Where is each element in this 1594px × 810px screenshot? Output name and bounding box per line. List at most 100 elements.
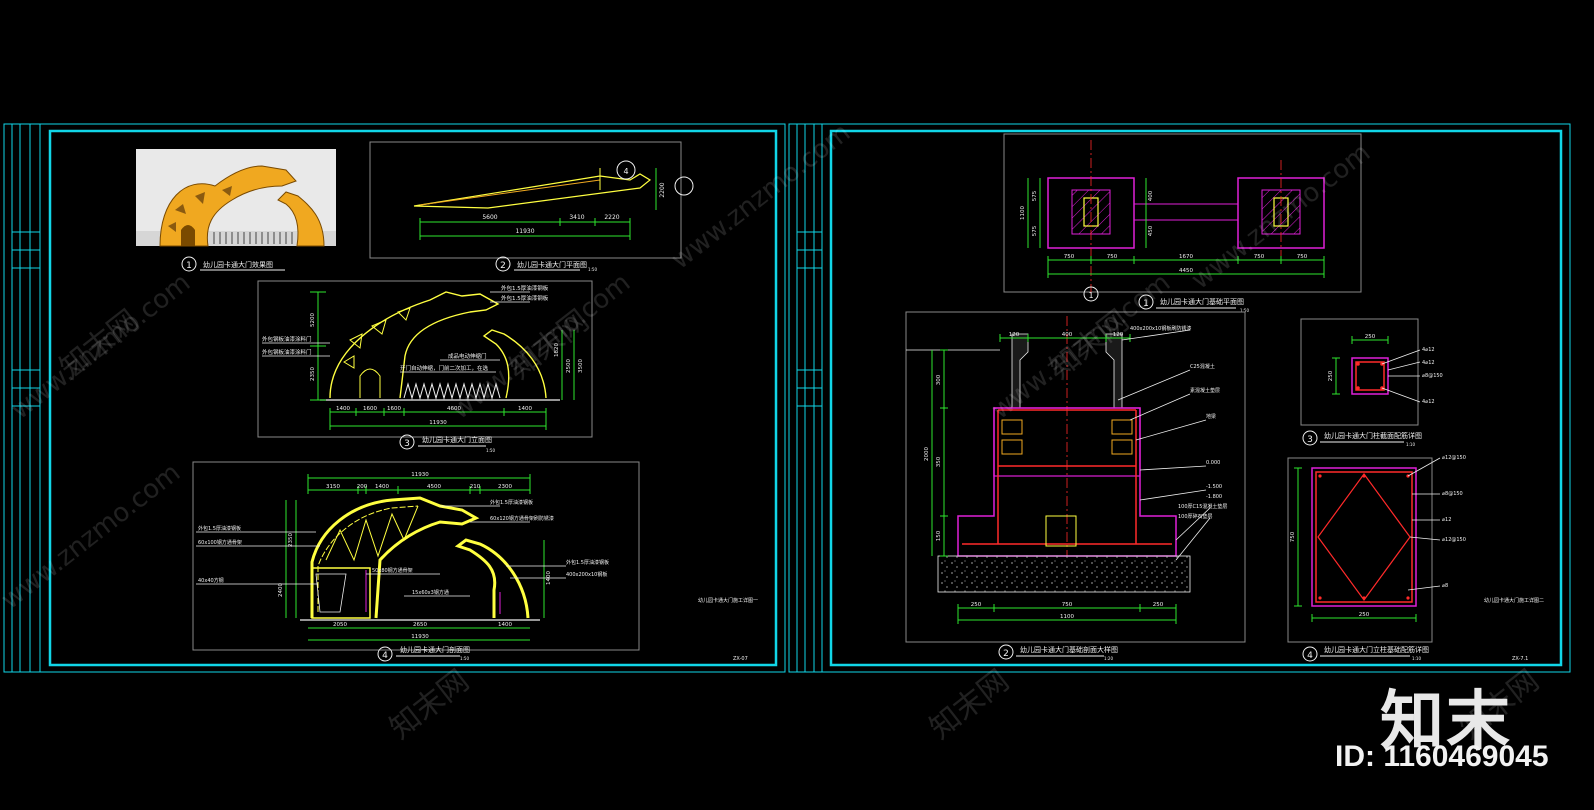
fence-spikes: [213, 232, 293, 244]
d1-rendering: 1 幼儿园卡通大门效果图: [136, 149, 336, 272]
r2-dim-10: 150: [936, 530, 942, 541]
right-sheet-inner-frame: [829, 129, 1563, 667]
r2-dim-2: 400: [1062, 332, 1073, 338]
d3-scale: 1:50: [486, 448, 495, 453]
right-sheet-outer-border: [788, 123, 1571, 673]
r2-caption: 幼儿园卡通大门基础剖面大样图: [1020, 645, 1118, 654]
d4-scale: 1:50: [460, 656, 469, 661]
r4-dim-2: 750: [1290, 531, 1296, 542]
d4-magenta-accent: [365, 570, 501, 614]
d4-dim-2: 3150: [326, 484, 340, 490]
d3-dim-2: 1600: [363, 406, 377, 412]
axis-marker: 1: [1088, 291, 1093, 300]
d4-note-7: 15x60x3钢方通: [412, 589, 449, 596]
d3-bubble: 3: [404, 439, 410, 449]
d3-caption: 幼儿园卡通大门立面图: [422, 435, 492, 444]
d4-bubble: 4: [382, 651, 388, 661]
r4-dim-1: 250: [1359, 612, 1370, 618]
r1-dim-8: 575: [1032, 190, 1038, 201]
d3-dim-3: 1600: [387, 406, 401, 412]
d4-dim-11: 11930: [411, 634, 429, 640]
giraffe-spots: [168, 186, 232, 232]
d3-note-5: 成品电动伸缩门: [448, 352, 487, 360]
d3-dim-6: 11930: [429, 420, 447, 426]
r4-bubble: 4: [1307, 651, 1313, 661]
d4-dim-8: 2050: [333, 622, 347, 628]
r2-dim-9: 350: [936, 456, 942, 467]
d4-note-3: 外包1.5厚油漆钢板: [490, 499, 533, 506]
r2-note-2: C25混凝土: [1190, 363, 1215, 370]
d4-dim-lines: [285, 474, 545, 641]
giraffe-small: [277, 191, 325, 247]
left-sheet-inner-frame: [48, 129, 778, 667]
right-sheet: 1 750 750 1670 750 750 4450 1100 575 575…: [788, 123, 1571, 673]
d4-dim-9: 2650: [413, 622, 427, 628]
d4-note-5: 50x80钢方通骨架: [372, 567, 413, 574]
r3-dim-lines: [1332, 336, 1389, 395]
d3-dim-8: 2350: [310, 367, 316, 381]
r2-dim-11: 2000: [924, 447, 930, 461]
d3-dim-11: 3500: [578, 359, 584, 373]
left-sheet-outer-border: [3, 123, 786, 673]
d4-dim-13: 2400: [278, 583, 284, 597]
d4-dim-10: 1400: [498, 622, 512, 628]
right-sheet-number: ZX-7.1: [1512, 656, 1528, 662]
d4-dim-1: 11930: [411, 472, 429, 478]
r4-caption: 幼儿园卡通大门立柱基础配筋详图: [1324, 645, 1429, 654]
watermark-id: ID: 1160469045: [1335, 740, 1549, 773]
d4-dim-7: 2300: [498, 484, 512, 490]
left-sheet: 1 幼儿园卡通大门效果图 4 5600 3410 2220 11930: [3, 123, 786, 673]
watermark-logo: 知末: [1380, 685, 1512, 759]
r3-note-4: 4⌀12: [1422, 399, 1435, 405]
d1-caption: 幼儿园卡通大门效果图: [203, 260, 273, 269]
d2-caption: 幼儿园卡通大门平面图: [517, 260, 587, 269]
d2-scale: 1:50: [588, 267, 597, 272]
r2-note-4: 地梁: [1206, 413, 1216, 420]
watermark-brand-3: 知末网: [383, 663, 475, 746]
r3-note-3: 4⌀12: [1422, 360, 1435, 366]
r2-dim-3: 120: [1113, 332, 1124, 338]
r4-note-5: ⌀8: [1442, 583, 1448, 589]
d3-note-2: 外包1.5厚油漆钢板: [501, 294, 549, 302]
d4-note-6: 40x40方钢: [198, 577, 224, 584]
r2-dim-8: 300: [936, 374, 942, 385]
r3-leaders: [1381, 349, 1421, 403]
d3-dim-9: 1820: [554, 343, 560, 357]
d2-dim-2: 3410: [569, 214, 584, 221]
r2-note-9: 100厚碎石垫层: [1178, 513, 1213, 520]
r2-note-6: -1.500: [1206, 484, 1222, 490]
r2-scale: 1:20: [1104, 656, 1113, 661]
r3-dim-2: 250: [1328, 370, 1334, 381]
d4-note-9: 400x200x10钢板: [566, 571, 607, 578]
r2-dim-7: 1100: [1060, 614, 1074, 620]
r4-leaders: [1407, 457, 1441, 591]
r1-dim-5: 750: [1297, 254, 1308, 260]
r2-foundation-section: 120 400 120 250 750 250 1100 300 350 150…: [905, 311, 1246, 661]
d4-caption: 幼儿园卡通大门剖面图: [400, 645, 470, 654]
r2-stirrups: [1001, 419, 1133, 455]
r1-dim-9: 575: [1032, 225, 1038, 236]
d4-note-8: 外包1.5厚油漆钢板: [566, 559, 609, 566]
d4-dim-5: 4500: [427, 484, 441, 490]
d2-dim-lines: [419, 168, 657, 240]
r1-caption: 幼儿园卡通大门基础平面图: [1160, 297, 1244, 306]
d2-bubble: 2: [500, 261, 506, 271]
r2-note-3: 素混凝土垫层: [1190, 387, 1220, 394]
d3-elevation: 1400 1600 1600 4600 1400 11930 5200 2350…: [257, 280, 593, 453]
r4-footing-detail: 250 750 ⌀12@150 ⌀8@150 ⌀12 ⌀12@150 ⌀8 4 …: [1287, 455, 1466, 662]
r3-scale: 1:10: [1406, 442, 1415, 447]
section-marker: 4: [623, 167, 628, 176]
d2-dim-5: 2200: [659, 182, 666, 197]
r1-foundation-plan: 1 750 750 1670 750 750 4450 1100 575 575…: [1003, 133, 1362, 313]
giraffe-large: [159, 165, 297, 247]
r1-dim-3: 1670: [1179, 254, 1193, 260]
r2-note-1: 400x200x10钢板刷防锈漆: [1130, 325, 1191, 332]
r4-note-2: ⌀8@150: [1442, 491, 1463, 497]
d3-dim-1: 1400: [336, 406, 350, 412]
d4-leaders: [196, 505, 566, 597]
r4-note-4: ⌀12@150: [1442, 537, 1466, 543]
r1-dim-1: 750: [1064, 254, 1075, 260]
r2-dim-6: 250: [1153, 602, 1164, 608]
r3-bubble: 3: [1307, 435, 1313, 445]
